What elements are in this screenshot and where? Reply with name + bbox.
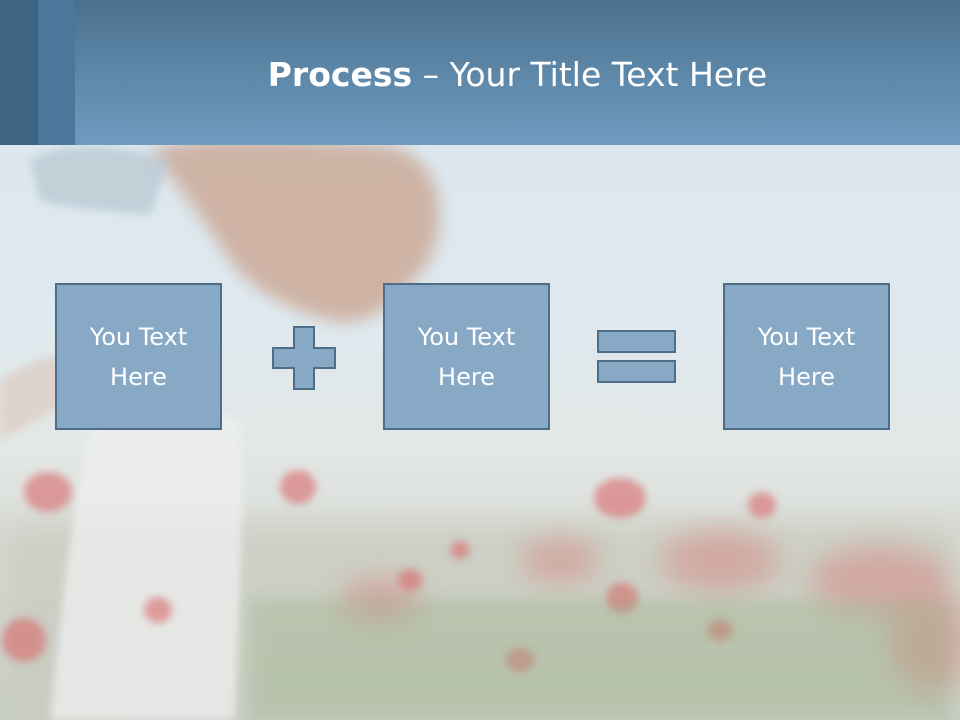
plus-icon (272, 326, 336, 390)
process-box-2-label: You Text Here (417, 322, 516, 391)
header-accent-stripe-light (38, 0, 75, 145)
slide-title: Process – Your Title Text Here (75, 52, 960, 98)
process-box-3-label: You Text Here (757, 322, 856, 391)
process-box-1-label: You Text Here (89, 322, 188, 391)
process-box-3[interactable]: You Text Here (723, 283, 890, 430)
title-rest: – Your Title Text Here (412, 55, 768, 94)
title-bar (0, 0, 960, 145)
equals-icon (597, 330, 676, 383)
process-box-2[interactable]: You Text Here (383, 283, 550, 430)
process-box-1[interactable]: You Text Here (55, 283, 222, 430)
title-bold: Process (267, 55, 413, 94)
header-accent-stripe (0, 0, 38, 145)
